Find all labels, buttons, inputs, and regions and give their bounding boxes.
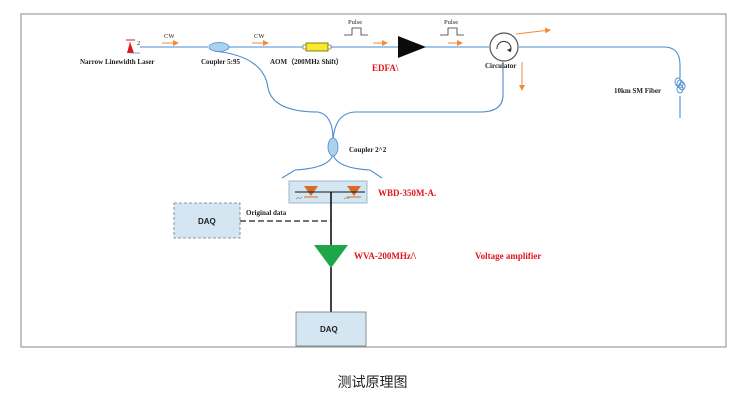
daq-bottom-box	[295, 311, 367, 347]
laser-tag: 2	[137, 40, 140, 47]
fiber-coupler1-branch	[213, 50, 334, 141]
coupler2-label: Coupler 2^2	[349, 146, 387, 154]
daq-left-label: DAQ	[198, 217, 216, 226]
pulse1-waveform-icon	[344, 27, 368, 36]
daq-bottom-label: DAQ	[320, 325, 338, 334]
fiber-coupler2-out-right	[332, 153, 383, 179]
aom-icon	[302, 42, 332, 52]
pulse2-waveform-icon	[440, 27, 464, 36]
aom-label: AOM（200MHz Shift）	[270, 58, 343, 66]
pulse2-label: Pulse	[444, 19, 458, 26]
edfa-icon	[398, 36, 426, 58]
circulator-icon	[489, 32, 519, 62]
cw2-label: CW	[254, 33, 265, 40]
circulator-label: Circulator	[485, 62, 516, 70]
daq-left-box	[173, 202, 241, 239]
fiber-coupler2-out-left	[281, 153, 334, 179]
cw1-label: CW	[164, 33, 175, 40]
fiber-label: 10km SM Fiber	[614, 87, 661, 95]
coupler-5-95-icon	[208, 42, 230, 52]
voltage-amplifier-icon	[314, 245, 348, 268]
voltage-amplifier-label: Voltage amplifier	[475, 251, 541, 261]
fiber-circulator-to-fiber	[519, 46, 681, 78]
pulse1-label: Pulse	[348, 19, 362, 26]
wva-label: WVA-200MHz/\	[354, 251, 416, 261]
fiber-circulator-branch	[332, 62, 504, 141]
balanced-detector-icon	[288, 180, 368, 204]
diagram-frame	[20, 13, 727, 348]
laser-label: Narrow Linewidth Laser	[80, 58, 155, 66]
laser-icon	[126, 39, 140, 54]
wbd-label: WBD-350M-A.	[378, 188, 436, 198]
coupler1-label: Coupler 5:95	[201, 58, 240, 66]
coupler-2x2-icon	[327, 137, 339, 157]
fiber-spool-icon	[674, 77, 686, 94]
edfa-label: EDFA\	[372, 63, 399, 73]
figure-caption: 测试原理图	[337, 375, 408, 391]
arrow-to-fiber	[515, 27, 551, 35]
original-data-label: Original data	[246, 209, 287, 217]
